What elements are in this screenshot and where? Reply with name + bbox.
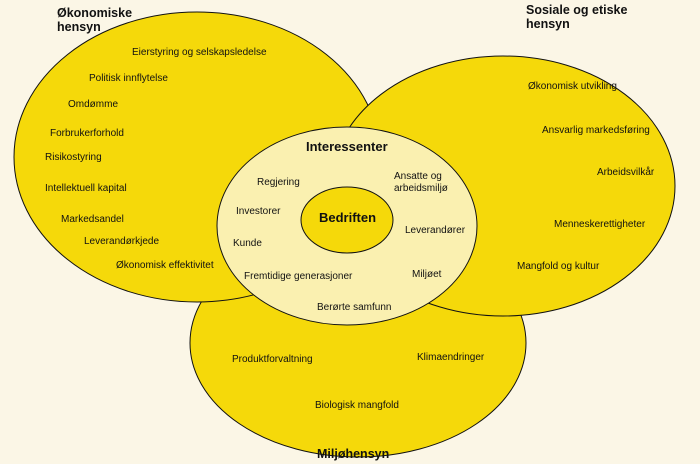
- stakeholder-item: Miljøet: [412, 269, 442, 280]
- economic-item: Intellektuell kapital: [45, 183, 127, 194]
- economic-item: Politisk innflytelse: [89, 73, 168, 84]
- economic-item: Forbrukerforhold: [50, 128, 124, 139]
- economic-item: Økonomisk effektivitet: [116, 260, 214, 271]
- stakeholder-item: Kunde: [233, 238, 262, 249]
- social-item: Menneskerettigheter: [554, 219, 646, 230]
- stakeholder-item: Berørte samfunn: [317, 302, 392, 313]
- core-circle: [300, 186, 394, 254]
- stakeholder-item: Fremtidige generasjoner: [244, 271, 353, 282]
- stakeholder-item: Leverandører: [405, 225, 466, 236]
- social-heading-line1: Sosiale og etiske: [526, 3, 628, 17]
- economic-item: Risikostyring: [45, 152, 102, 163]
- social-item: Økonomisk utvikling: [528, 81, 617, 92]
- stakeholders-title: Interessenter: [306, 139, 388, 154]
- core-label: Bedriften: [319, 210, 377, 225]
- social-item: Arbeidsvilkår: [597, 167, 655, 178]
- economic-heading-line2: hensyn: [57, 20, 101, 34]
- stakeholder-item: Regjering: [257, 177, 300, 188]
- stakeholder-item: arbeidsmiljø: [394, 183, 448, 194]
- social-heading: Sosiale og etiske hensyn: [526, 3, 627, 31]
- economic-item: Eierstyring og selskapsledelse: [132, 47, 267, 58]
- social-item: Mangfold og kultur: [517, 261, 600, 272]
- economic-item: Markedsandel: [61, 214, 124, 225]
- stakeholder-item: Ansatte og: [394, 171, 442, 182]
- environment-item: Produktforvaltning: [232, 354, 313, 365]
- stakeholder-item: Investorer: [236, 206, 281, 217]
- economic-item: Omdømme: [68, 99, 118, 110]
- economic-heading: Økonomiske hensyn: [57, 6, 132, 34]
- economic-heading-line1: Økonomiske: [57, 6, 133, 20]
- social-item: Ansvarlig markedsføring: [542, 125, 650, 136]
- environment-item: Klimaendringer: [417, 352, 485, 363]
- social-heading-line2: hensyn: [526, 17, 570, 31]
- environment-item: Biologisk mangfold: [315, 400, 399, 411]
- environment-heading: Miljøhensyn: [317, 447, 390, 461]
- economic-item: Leverandørkjede: [84, 236, 160, 247]
